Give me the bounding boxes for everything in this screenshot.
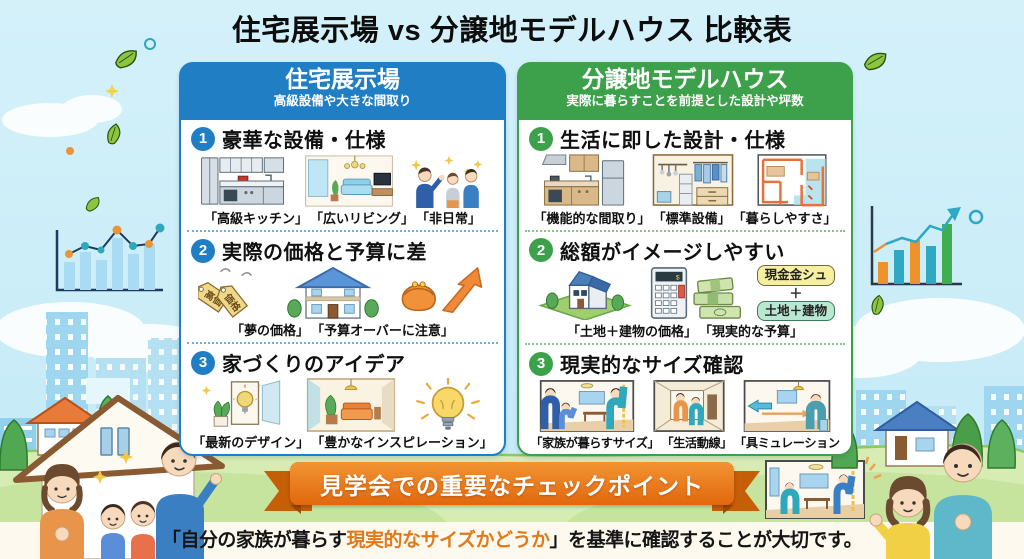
number-badge: 1: [529, 126, 553, 151]
family-illustration-left: [40, 441, 222, 559]
caption: 「生活動線」: [661, 436, 733, 451]
section-left-3: 3 家づくりのアイデア: [181, 344, 504, 454]
admiring-people-icon: [410, 155, 483, 208]
price-tags-icon: 高価 価格: [198, 267, 253, 318]
section-heading: 実際の価格と予算に差: [222, 242, 427, 264]
closet-storage-icon: [652, 154, 734, 207]
section-heading: 生活に即した設計・仕様: [560, 130, 786, 152]
panel-subtitle: 高級設備や大きな間取り: [273, 93, 412, 108]
section-right-3: 3 現実的なサイズ確認: [519, 345, 851, 454]
badge-cash-label: 現金金シュ: [756, 265, 836, 286]
dotted-divider: [187, 342, 498, 344]
dotted-divider: [525, 343, 845, 346]
caption: 「機能的な間取り」: [533, 210, 651, 226]
house-on-land-icon: [538, 270, 632, 320]
caption: 「標準設備」: [652, 210, 731, 226]
ribbon-banner: 見学会での重要なチェックポイント: [264, 462, 760, 516]
svg-text:$: $: [676, 275, 680, 282]
market-chart-left: [55, 223, 165, 292]
caption: 「暮らしやすさ」: [732, 210, 837, 226]
caption: 「具ミュレーション: [734, 436, 840, 451]
ribbon-label: 見学会での重要なチェックポイント: [290, 462, 734, 505]
number-badge: 2: [529, 238, 553, 263]
panel-header-model-house: 分譲地モデルハウス 実際に暮らすことを前提とした設計や坪数: [518, 63, 852, 120]
caption: 「広いリビング」: [309, 211, 414, 226]
footer-text-pre: 「自分の家族が暮らす: [161, 530, 347, 551]
section-right-2: 2 総額がイメージしやすい $: [519, 232, 851, 344]
caption: 「最新のデザイン」: [192, 435, 310, 450]
section-left-2: 2 実際の価格と予算に差 高価 価格: [181, 232, 504, 342]
section-left-1: 1 豪華な設備・仕様: [181, 120, 504, 230]
room-simulation-icon: [743, 379, 831, 432]
growth-chart-right: [870, 206, 962, 286]
caption: 「現実的な予算」: [699, 324, 804, 340]
number-badge: 3: [529, 351, 553, 376]
two-story-house-icon: [286, 266, 379, 319]
calculator-money-icon: $: [650, 267, 741, 319]
cash-plan-badge: 現金金シュ ＋ 土地＋建物: [756, 265, 836, 321]
caption: 「土地＋建物の価格」: [566, 324, 697, 340]
hallway-flow-icon: [653, 379, 725, 432]
number-badge: 3: [191, 350, 215, 375]
ribbon-text: 見学会での重要なチェックポイント: [320, 472, 704, 499]
panel-housing-exhibition: 住宅展示場 高級設備や大きな間取り 1 豪華な設備・仕様: [179, 62, 506, 456]
spacious-living-room-icon: [304, 154, 393, 207]
number-badge: 1: [191, 126, 215, 151]
caption: 「高級キッチン」: [203, 211, 308, 226]
caption: 「家族が暮らすサイズ」: [530, 436, 660, 451]
number-badge: 2: [191, 238, 215, 263]
caption: 「非日常」: [416, 211, 482, 226]
page-title: 住宅展示場 vs 分譲地モデルハウス 比較表: [231, 15, 793, 47]
luxury-kitchen-icon: [201, 156, 285, 205]
stylish-interior-icon: [306, 377, 395, 432]
lightbulb-icon: [415, 377, 480, 430]
section-heading: 豪華な設備・仕様: [222, 130, 386, 152]
panel-title: 分譲地モデルハウス: [581, 66, 789, 92]
panel-model-house: 分譲地モデルハウス 実際に暮らすことを前提とした設計や坪数 1 生活に即した設計…: [517, 62, 853, 456]
panel-title: 住宅展示場: [285, 66, 400, 92]
panel-header-exhibition: 住宅展示場 高級設備や大きな間取り: [180, 63, 505, 120]
footer-text-highlight: 現実的なサイズかどうか: [346, 530, 550, 551]
leaf-decoration: [85, 50, 887, 315]
caption: 「豊かなインスピレーション」: [311, 435, 493, 450]
room-measuring-icon: [539, 379, 635, 432]
design-gallery-icon: [201, 379, 281, 427]
ribbon-fold-right: [723, 505, 734, 514]
ribbon-fold-left: [290, 505, 301, 514]
caption: 「夢の価格」: [231, 323, 310, 338]
section-heading: 家づくりのアイデア: [222, 354, 406, 376]
functional-kitchen-icon: [541, 154, 624, 206]
section-right-1: 1 生活に即した設計・仕様: [519, 120, 851, 230]
measuring-room-illustration: [765, 456, 882, 519]
badge-land-building-label: 土地＋建物: [756, 300, 836, 321]
section-heading: 現実的なサイズ確認: [560, 355, 744, 378]
footer-note: 「自分の家族が暮らす現実的なサイズかどうか」を基準に確認することが大切です。: [0, 525, 1024, 552]
section-heading: 総額がイメージしやすい: [560, 241, 785, 264]
dotted-divider: [187, 230, 498, 232]
caption: 「予算オーバーに注意」: [311, 323, 454, 338]
panel-subtitle: 実際に暮らすことを前提とした設計や坪数: [566, 93, 804, 108]
footer-text-post: 」を基準に確認することが大切です。: [549, 530, 863, 551]
couple-illustration-right: [869, 443, 992, 559]
purse-rising-arrow-icon: [401, 266, 483, 313]
floorplan-icon: [756, 154, 827, 207]
dotted-divider: [525, 229, 845, 232]
badge-plus: ＋: [789, 285, 803, 301]
